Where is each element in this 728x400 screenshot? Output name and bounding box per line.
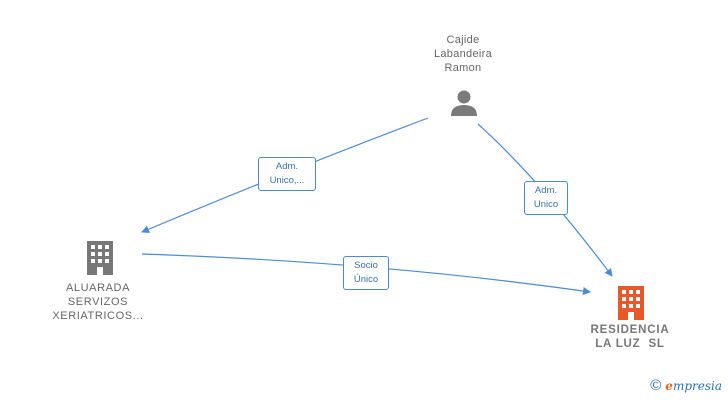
person-icon[interactable] [449,88,479,118]
copyright-icon: © [650,377,662,394]
edge-label-adm-unico-aluarada: Adm. Unico,... [258,157,316,191]
aluarada-name[interactable]: ALUARADA SERVIZOS XERIATRICOS... [52,282,144,322]
residencia-name[interactable]: RESIDENCIA LA LUZ SL [590,324,670,350]
empresia-logo[interactable]: © empresia [650,377,722,394]
building-icon[interactable] [617,285,645,321]
person-name[interactable]: Cajide Labandeira Ramon [433,34,493,74]
edge-label-socio-unico: Socio Único [343,256,389,290]
edge-label-adm-unico-residencia: Adm. Unico [524,181,568,215]
building-icon[interactable] [86,240,114,276]
